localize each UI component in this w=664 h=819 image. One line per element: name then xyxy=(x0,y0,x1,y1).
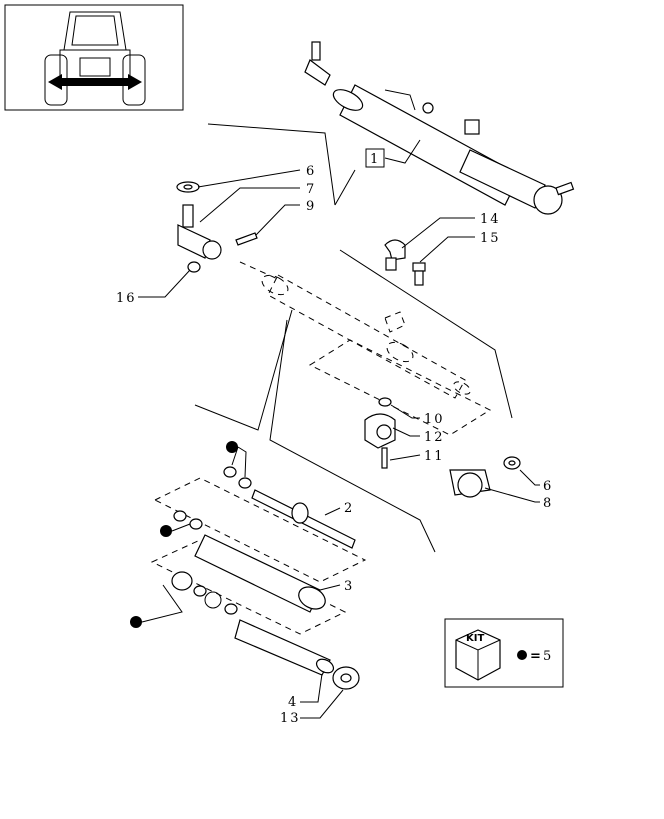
callout-1: 1 xyxy=(370,152,380,167)
lower-cylinder-parts xyxy=(150,466,367,690)
kit-number: 5 xyxy=(543,649,553,664)
tie-rod-end-parts xyxy=(176,181,258,273)
kit-bullet xyxy=(160,525,172,537)
callout-9: 9 xyxy=(306,199,316,214)
callout-7: 7 xyxy=(306,182,316,197)
kit-bullet xyxy=(130,616,142,628)
callout-13: 13 xyxy=(280,711,301,726)
hose-fittings xyxy=(384,239,426,286)
callout-11: 11 xyxy=(424,449,445,464)
callout-12: 12 xyxy=(424,430,445,445)
kit-equals: = xyxy=(530,649,543,664)
callout-4: 4 xyxy=(288,695,298,710)
kit-bullet xyxy=(226,441,238,453)
callout-labels: 6 7 9 1 14 15 16 10 12 11 6 8 2 3 4 13 xyxy=(116,148,553,726)
callout-16: 16 xyxy=(116,291,137,306)
phantom-cylinder xyxy=(239,261,492,436)
kit-legend: KIT = 5 xyxy=(444,618,564,688)
kit-icon-label: KIT xyxy=(466,633,484,644)
ball-joint-parts xyxy=(449,456,521,498)
callout-10: 10 xyxy=(424,412,445,427)
tractor-thumbnail xyxy=(4,4,184,111)
leader-lines xyxy=(138,139,540,719)
callout-15: 15 xyxy=(480,231,501,246)
group-boundary-lines xyxy=(194,123,513,553)
kit-legend-bullet xyxy=(517,650,527,660)
steering-cylinder-assembly xyxy=(304,41,575,215)
clamp-parts xyxy=(364,397,396,469)
callout-2: 2 xyxy=(344,501,354,516)
callout-3: 3 xyxy=(344,579,354,594)
callout-14: 14 xyxy=(480,212,501,227)
callout-1-box xyxy=(365,148,385,168)
callout-8: 8 xyxy=(543,496,553,511)
kit-bullet-markers xyxy=(130,441,247,628)
callout-6b: 6 xyxy=(543,479,553,494)
callout-6: 6 xyxy=(306,164,316,179)
